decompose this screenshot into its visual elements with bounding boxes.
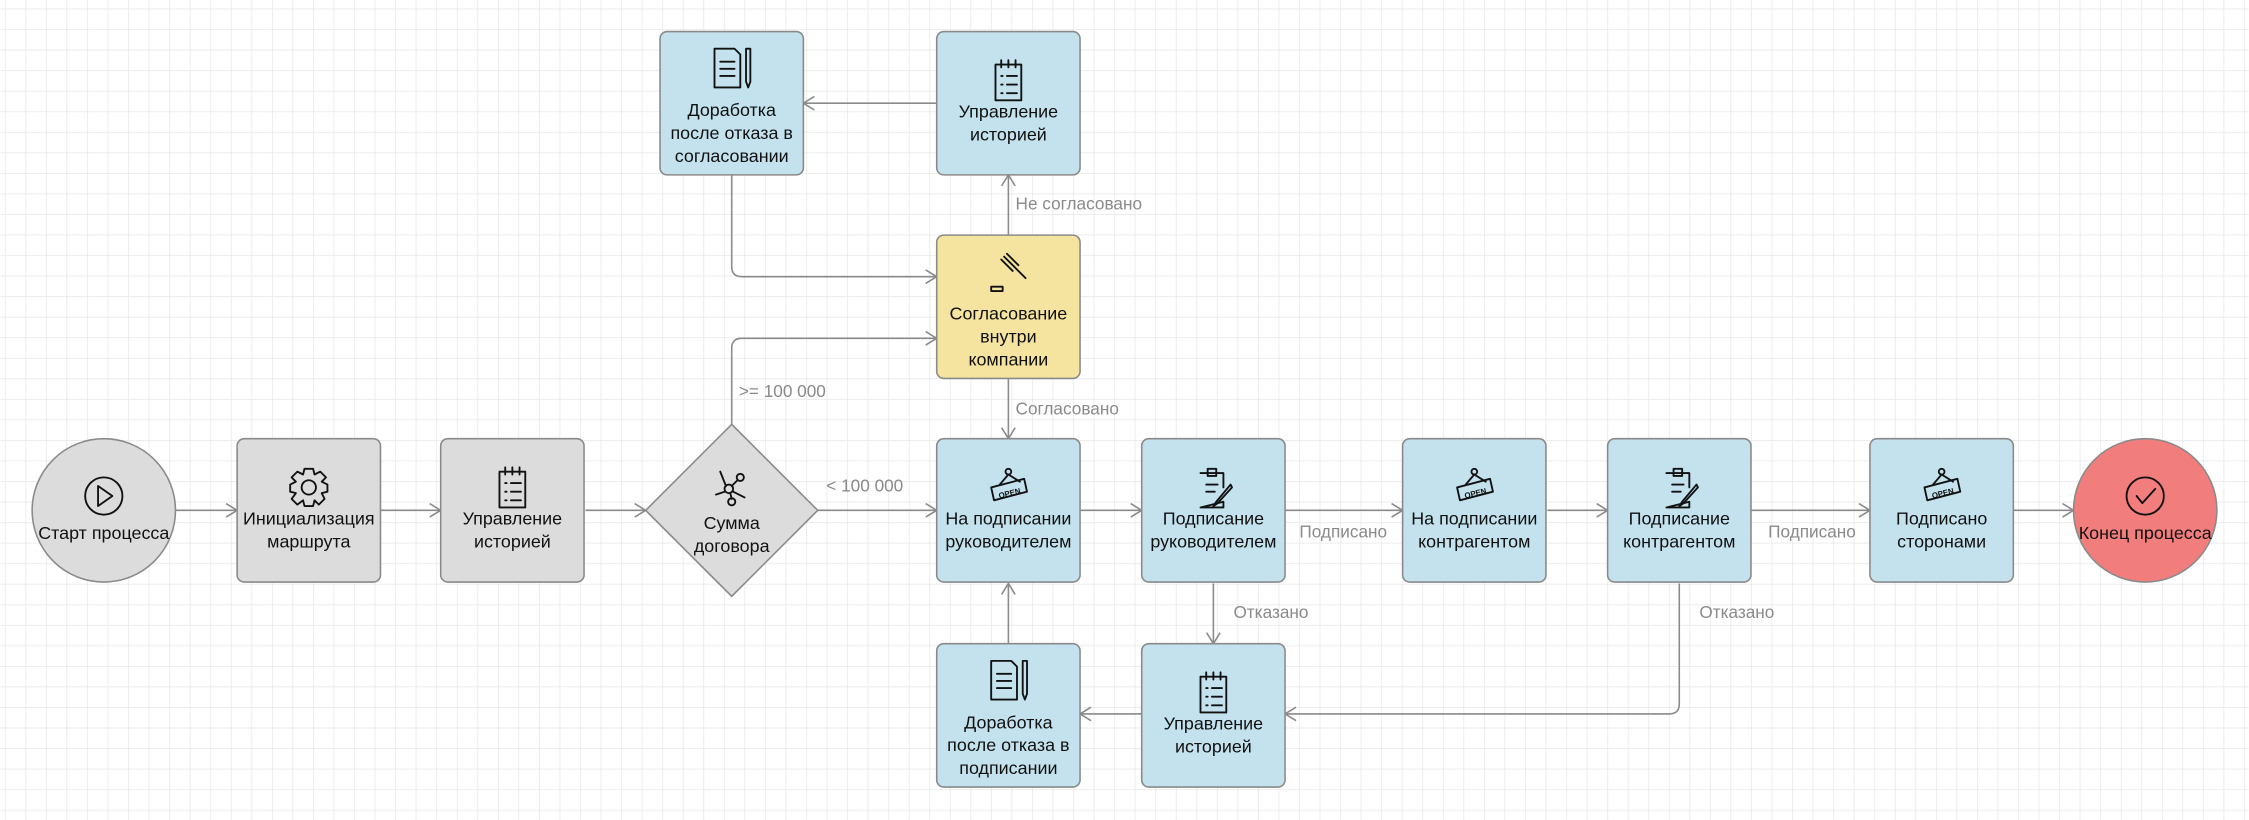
node-label-line: историей bbox=[474, 532, 551, 552]
task-shape bbox=[1869, 437, 2015, 583]
node-label-line: На подписании bbox=[1411, 509, 1537, 529]
node-label-line: маршрута bbox=[267, 532, 350, 552]
gateway-shape bbox=[644, 423, 819, 598]
clipboard-pen-icon bbox=[1665, 467, 1699, 509]
node-label-line: контрагентом bbox=[1418, 532, 1530, 552]
node-sign_cp[interactable]: Подписание контрагентом bbox=[1606, 437, 1752, 583]
arrowhead-icon bbox=[1000, 581, 1016, 595]
task-shape bbox=[935, 30, 1081, 176]
edge-label: Согласовано bbox=[1016, 398, 1119, 418]
node-label-line: внутри bbox=[980, 327, 1037, 347]
node-label-line: руководителем bbox=[1150, 532, 1276, 552]
edge-label: Подписано bbox=[1768, 522, 1856, 542]
edge-sum-to-sign_mgr_wait[interactable]: < 100 000 bbox=[817, 476, 939, 518]
edge-sign_cp-to-hist_bot[interactable]: Отказано bbox=[1283, 583, 1774, 722]
play-icon bbox=[84, 476, 124, 516]
node-sign_mgr[interactable]: Подписание руководителем bbox=[1140, 437, 1286, 583]
node-label-line: Управление bbox=[959, 102, 1059, 122]
node-label-line: Согласование bbox=[950, 304, 1068, 324]
edge-label: Подписано bbox=[1299, 522, 1387, 542]
notepad-list-icon bbox=[1199, 671, 1228, 714]
node-label-line: контрагентом bbox=[1623, 532, 1735, 552]
edge-label: >= 100 000 bbox=[739, 381, 826, 401]
task-shape bbox=[439, 437, 585, 583]
task-shape bbox=[1140, 437, 1286, 583]
node-label-line: Подписано bbox=[1896, 509, 1987, 529]
node-rework_bot[interactable]: Доработка после отказа в подписании bbox=[935, 642, 1081, 788]
node-start[interactable]: Старт процесса bbox=[31, 437, 177, 583]
node-label-line: согласовании bbox=[675, 146, 789, 166]
node-approve[interactable]: Согласование внутри компании bbox=[935, 234, 1081, 380]
gavel-icon bbox=[990, 252, 1027, 292]
node-label-line: руководителем bbox=[945, 532, 1071, 552]
node-label-line: Управление bbox=[463, 509, 563, 529]
node-label-line: после отказа в bbox=[947, 735, 1069, 755]
node-label-line: Подписание bbox=[1629, 509, 1730, 529]
end-event-shape bbox=[2072, 437, 2218, 583]
node-label-line: Доработка bbox=[964, 712, 1052, 732]
node-label-line: договора bbox=[694, 536, 770, 556]
document-pen-icon bbox=[713, 47, 752, 89]
edge-approve-to-hist_top[interactable]: Не согласовано bbox=[1000, 173, 1142, 236]
node-label-line: Доработка bbox=[687, 100, 775, 120]
connector-line bbox=[730, 174, 937, 278]
node-label-line: историей bbox=[1175, 737, 1252, 757]
edge-sign_mgr-to-sign_cp_wait[interactable]: Подписано bbox=[1285, 502, 1405, 542]
task-shape bbox=[1401, 437, 1547, 583]
edge-sign_cp-to-signed[interactable]: Подписано bbox=[1750, 502, 1872, 542]
node-label-line: после отказа в bbox=[670, 123, 792, 143]
node-label-line: Конец процесса bbox=[2079, 523, 2212, 543]
edge-approve-to-sign_mgr_wait[interactable]: Согласовано bbox=[1000, 378, 1119, 441]
task-shape bbox=[935, 437, 1081, 583]
node-label-line: сторонами bbox=[1897, 532, 1986, 552]
check-circle-icon bbox=[2125, 476, 2165, 516]
task-shape bbox=[659, 30, 805, 176]
node-hist1[interactable]: Управление историей bbox=[439, 437, 585, 583]
task-shape bbox=[236, 437, 382, 583]
start-event-shape bbox=[31, 437, 177, 583]
edge-label: Отказано bbox=[1233, 602, 1308, 622]
edge-rework_bot-to-sign_mgr_wait[interactable] bbox=[1000, 581, 1016, 644]
node-label-line: Подписание bbox=[1163, 509, 1264, 529]
node-label-line: историей bbox=[970, 124, 1047, 144]
node-label-line: компании bbox=[968, 350, 1048, 370]
node-hist_bot[interactable]: Управление историей bbox=[1140, 642, 1286, 788]
clipboard-pen-icon bbox=[1199, 467, 1233, 509]
node-rework_top[interactable]: Доработка после отказа в согласовании bbox=[659, 30, 805, 176]
edge-label: < 100 000 bbox=[826, 476, 903, 496]
notepad-list-icon bbox=[498, 466, 527, 509]
node-label-line: подписании bbox=[959, 758, 1057, 778]
node-init[interactable]: Инициализация маршрута bbox=[236, 437, 382, 583]
node-sum[interactable]: Сумма договора bbox=[644, 423, 819, 598]
node-label-line: Инициализация bbox=[243, 509, 375, 529]
gear-icon bbox=[289, 467, 329, 507]
edge-label: Отказано bbox=[1699, 602, 1774, 622]
connector-line bbox=[730, 337, 937, 425]
task-shape bbox=[1140, 642, 1286, 788]
network-hub-icon bbox=[715, 470, 746, 507]
task-shape bbox=[935, 642, 1081, 788]
task-shape bbox=[1606, 437, 1752, 583]
task-shape bbox=[935, 234, 1081, 380]
connector-line bbox=[1285, 583, 1681, 715]
node-label-line: Старт процесса bbox=[38, 523, 169, 543]
node-label-line: Управление bbox=[1164, 714, 1264, 734]
node-label-line: Сумма bbox=[704, 513, 760, 533]
node-label-line: На подписании bbox=[945, 509, 1071, 529]
document-pen-icon bbox=[990, 659, 1028, 701]
node-end[interactable]: Конец процесса bbox=[2072, 437, 2218, 583]
notepad-list-icon bbox=[994, 59, 1023, 102]
edge-label: Не согласовано bbox=[1016, 193, 1142, 213]
